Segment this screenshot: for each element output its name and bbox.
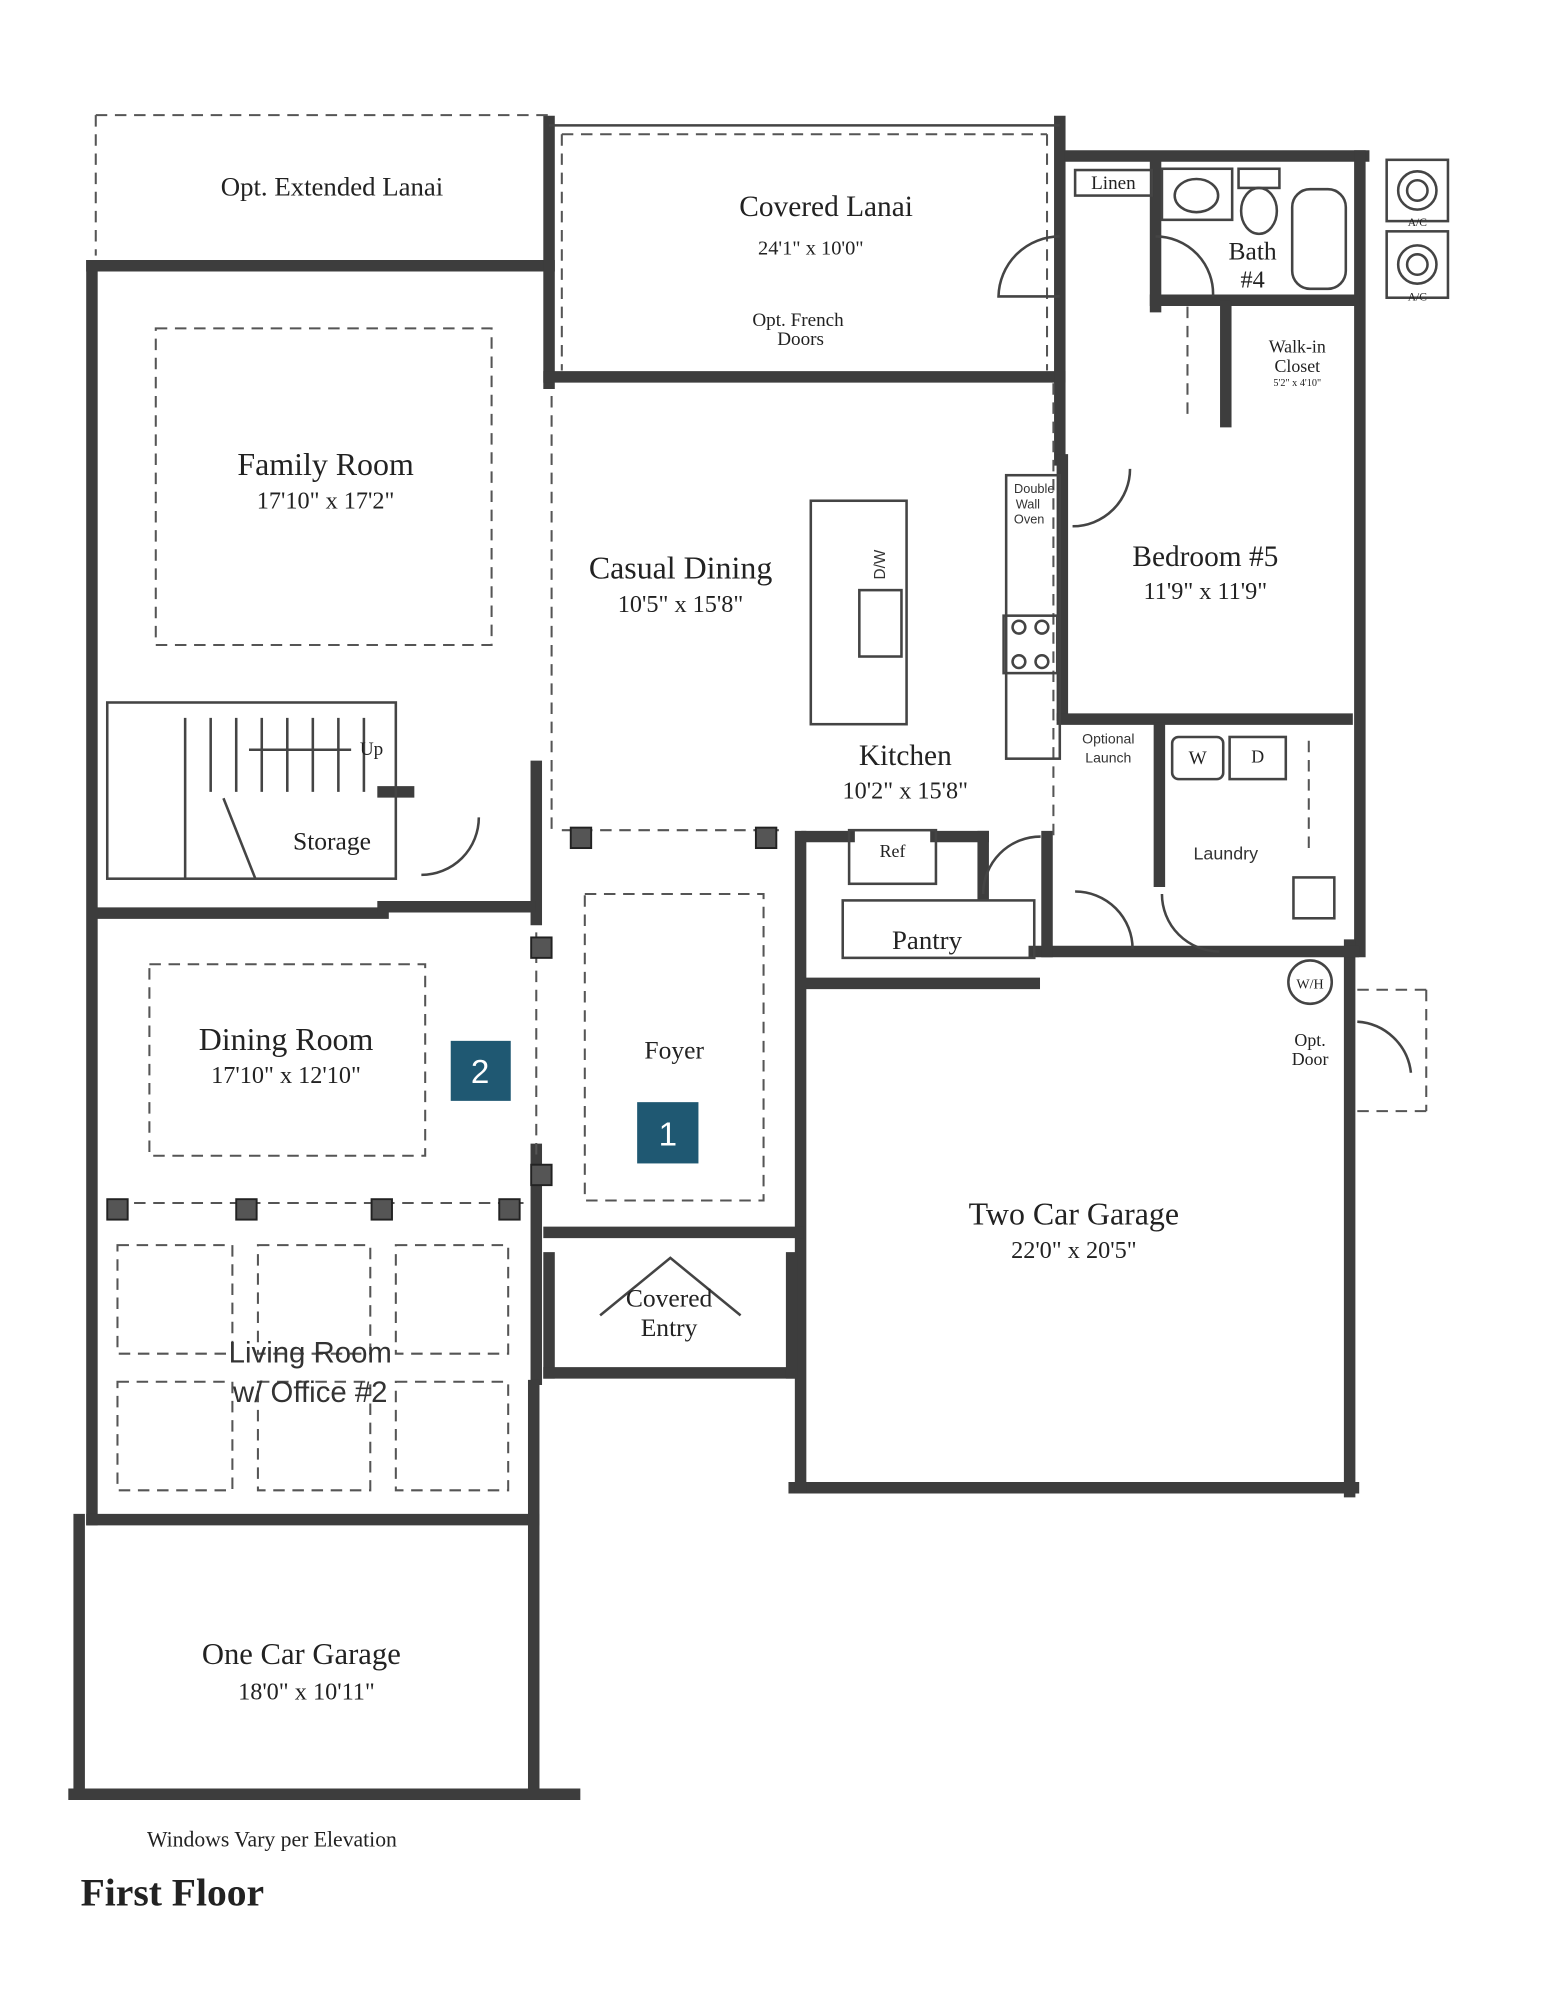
opt-door-label-2: Door bbox=[1292, 1049, 1329, 1069]
two-car-garage-label: Two Car Garage bbox=[969, 1197, 1179, 1232]
walkin-closet-dim: 5'2" x 4'10" bbox=[1273, 378, 1321, 389]
ac-fan-icon bbox=[1396, 244, 1438, 285]
walkin-closet-label-2: Closet bbox=[1274, 356, 1320, 376]
living-room-label-2: w/ Office #2 bbox=[232, 1376, 387, 1409]
badge-1-label: 1 bbox=[659, 1117, 677, 1154]
column bbox=[569, 826, 593, 850]
opt-french-doors-label-2: Doors bbox=[777, 329, 824, 350]
toilet-tank bbox=[1237, 167, 1281, 190]
foyer-label: Foyer bbox=[644, 1036, 704, 1065]
staircase bbox=[105, 701, 398, 880]
water-heater-label: W/H bbox=[1296, 977, 1323, 993]
casual-dining-dim: 10'5" x 15'8" bbox=[618, 591, 744, 618]
double-wall-oven-label: Double bbox=[1014, 481, 1054, 496]
double-wall-oven-label-2: Wall bbox=[1016, 496, 1040, 511]
windows-note: Windows Vary per Elevation bbox=[147, 1828, 397, 1852]
dryer-icon bbox=[1228, 735, 1288, 781]
covered-entry-label-2: Entry bbox=[641, 1313, 698, 1342]
badge-2-label: 2 bbox=[471, 1054, 489, 1091]
ac-fan-icon bbox=[1396, 170, 1438, 211]
covered-lanai-dim: 24'1" x 10'0" bbox=[758, 237, 864, 259]
pantry-shelf bbox=[841, 899, 1036, 960]
washer-icon bbox=[1170, 735, 1225, 781]
water-heater-icon bbox=[1287, 959, 1334, 1006]
living-room-label: Living Room bbox=[229, 1337, 392, 1370]
room-labels: Opt. Extended Lanai Covered Lanai 24'1" … bbox=[199, 172, 1428, 1706]
walkin-closet-label: Walk-in bbox=[1269, 337, 1326, 357]
dashed-outline bbox=[394, 1244, 510, 1355]
dryer-label: D bbox=[1251, 747, 1264, 767]
double-wall-oven-label-3: Oven bbox=[1014, 512, 1044, 527]
sink-icon bbox=[1160, 167, 1234, 222]
family-room-dim: 17'10" x 17'2" bbox=[257, 487, 395, 514]
storage-label: Storage bbox=[293, 826, 371, 855]
opt-extended-lanai-label: Opt. Extended Lanai bbox=[221, 172, 443, 202]
toilet-icon bbox=[1239, 186, 1279, 236]
washer-label: W bbox=[1189, 748, 1208, 769]
family-room-label: Family Room bbox=[237, 447, 414, 482]
opt-door-label: Opt. bbox=[1294, 1030, 1325, 1050]
walls bbox=[68, 115, 1370, 1800]
two-car-garage-dim: 22'0" x 20'5" bbox=[1011, 1237, 1137, 1264]
one-car-garage-label: One Car Garage bbox=[202, 1637, 401, 1671]
columns bbox=[106, 826, 778, 1221]
column bbox=[106, 1198, 129, 1221]
column bbox=[530, 1163, 553, 1187]
bath-4-label: Bath bbox=[1228, 236, 1276, 265]
stairs-up-label: Up bbox=[360, 739, 383, 760]
dashed-outline bbox=[256, 1244, 372, 1355]
kitchen-label: Kitchen bbox=[859, 740, 952, 772]
sink-bowl bbox=[1173, 177, 1220, 214]
casual-dining-label: Casual Dining bbox=[589, 551, 772, 586]
column bbox=[498, 1198, 521, 1221]
dashed-outline bbox=[256, 1380, 372, 1492]
ac-fan-hub-icon bbox=[1405, 178, 1429, 202]
cooktop-icon bbox=[1002, 614, 1059, 675]
column bbox=[754, 826, 778, 850]
covered-lanai-label: Covered Lanai bbox=[739, 191, 913, 223]
kitchen-sink-icon bbox=[858, 588, 903, 658]
optional-launch-label-2: Launch bbox=[1085, 750, 1131, 766]
laundry-sink-icon bbox=[1292, 876, 1336, 920]
pantry-label: Pantry bbox=[892, 925, 963, 955]
dashed-outlines bbox=[94, 114, 1428, 1492]
bedroom-5-label: Bedroom #5 bbox=[1132, 541, 1278, 573]
refrigerator-icon bbox=[847, 828, 938, 886]
bathtub-icon bbox=[1290, 187, 1348, 291]
floor-title: First Floor bbox=[81, 1870, 265, 1914]
bedroom-5-dim: 11'9" x 11'9" bbox=[1143, 578, 1267, 605]
column bbox=[530, 936, 553, 959]
ac-label-2: A/C bbox=[1408, 291, 1427, 303]
ac-unit-icon bbox=[1385, 230, 1450, 300]
opt-french-doors-label: Opt. French bbox=[752, 310, 844, 331]
dashed-outline bbox=[116, 1244, 234, 1355]
covered-entry-label: Covered bbox=[626, 1283, 713, 1312]
ac-unit-icon bbox=[1385, 158, 1450, 223]
dining-room-dim: 17'10" x 12'10" bbox=[211, 1062, 361, 1089]
one-car-garage-dim: 18'0" x 10'11" bbox=[238, 1679, 375, 1706]
ac-label: A/C bbox=[1408, 217, 1427, 229]
dashed-outline bbox=[394, 1380, 510, 1492]
bath-4-number: #4 bbox=[1240, 267, 1264, 294]
ac-fan-hub-icon bbox=[1405, 253, 1429, 277]
kitchen-island bbox=[809, 499, 908, 726]
laundry-label: Laundry bbox=[1194, 844, 1259, 864]
dashed-outline bbox=[116, 1380, 234, 1492]
badge-2[interactable] bbox=[450, 1040, 511, 1101]
column bbox=[370, 1198, 393, 1221]
dashed-outline bbox=[148, 963, 427, 1157]
dining-room-label: Dining Room bbox=[199, 1022, 374, 1057]
optional-launch-label: Optional bbox=[1082, 730, 1134, 746]
column bbox=[235, 1198, 258, 1221]
fixtures bbox=[105, 158, 1450, 1317]
dishwasher-label: D/W bbox=[872, 549, 889, 579]
linen-shelf bbox=[1073, 168, 1154, 197]
badge-1[interactable] bbox=[637, 1102, 699, 1164]
door-swings bbox=[421, 235, 1413, 1317]
ref-label: Ref bbox=[880, 841, 906, 861]
dashed-outline bbox=[583, 892, 765, 1202]
kitchen-dim: 10'2" x 15'8" bbox=[843, 777, 969, 804]
linen-label: Linen bbox=[1091, 173, 1136, 194]
